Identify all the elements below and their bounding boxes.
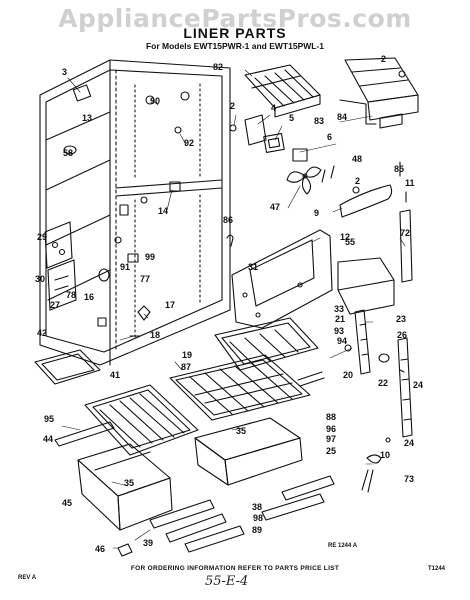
revision-label: REV A (18, 575, 37, 581)
part-number-label: 91 (120, 262, 130, 272)
part-number-label: 10 (380, 450, 390, 460)
part-number-label: 47 (270, 202, 280, 212)
part-number-label: 23 (396, 314, 406, 324)
part-number-label: 96 (326, 424, 336, 434)
part-number-label: 38 (252, 502, 262, 512)
part-number-label: 88 (326, 412, 336, 422)
part-number-label: 45 (62, 498, 72, 508)
part-number-label: 12 (340, 232, 350, 242)
part-number-label: 2 (230, 101, 235, 111)
part-number-label: 20 (343, 370, 353, 380)
ice-tray-82 (244, 64, 321, 118)
front-trims (149, 475, 335, 553)
part-number-label: 3 (62, 67, 67, 77)
part-number-label: 27 (50, 300, 60, 310)
part-number-label: 98 (253, 513, 263, 523)
page-code: T1244 (428, 566, 446, 572)
part-number-label: 48 (352, 154, 362, 164)
handwritten-note: 55-E-4 (205, 574, 249, 589)
trim-44 (54, 421, 115, 447)
part-number-label: 16 (84, 292, 94, 302)
part-number-label: 82 (213, 62, 223, 72)
part-number-label: 78 (66, 290, 76, 300)
part-number-label: 14 (158, 206, 168, 216)
part-number-label: 85 (394, 164, 404, 174)
lamp-and-fan-parts (229, 70, 406, 195)
part-number-label: 2 (381, 54, 386, 64)
part-number-label: 11 (405, 178, 415, 188)
part-number-label: 44 (43, 434, 53, 444)
bracket-84 (379, 113, 403, 129)
part-number-label: 6 (327, 132, 332, 142)
crisper-drawer-right (194, 417, 303, 486)
part-number-label: 26 (397, 330, 407, 340)
part-number-label: 22 (378, 378, 388, 388)
rear-panel-12 (231, 229, 333, 329)
diagram-title: LINER PARTS (183, 25, 287, 41)
part-number-label: 83 (314, 116, 324, 126)
part-number-label: 24 (413, 380, 423, 390)
part-number-label: 35 (124, 478, 134, 488)
part-number-label: 35 (236, 426, 246, 436)
part-number-label: 72 (400, 228, 410, 238)
meat-pan-55 (337, 257, 395, 315)
part-number-label: 86 (223, 215, 233, 225)
evaporator-cover-9 (339, 184, 393, 218)
part-number-label: 25 (326, 446, 336, 456)
liner-cabinet (39, 59, 231, 366)
freezer-shelf-83 (339, 57, 419, 125)
part-number-label: 17 (165, 300, 175, 310)
part-number-label: 90 (150, 96, 160, 106)
part-number-label: 41 (110, 370, 120, 380)
part-number-label: 9 (314, 208, 319, 218)
wire-shelf (169, 354, 325, 421)
part-number-label: 5 (289, 113, 294, 123)
ordering-footer: FOR ORDERING INFORMATION REFER TO PARTS … (130, 565, 340, 572)
leader-lines (61, 69, 406, 549)
part-number-label: 29 (37, 232, 47, 242)
part-number-label: 18 (150, 330, 160, 340)
part-number-label: 99 (145, 252, 155, 262)
shelf-assembly-upper (214, 317, 319, 371)
part-number-label: 89 (252, 525, 262, 535)
part-number-label: 24 (404, 438, 414, 448)
diagram-subtitle: For Models EWT15PWR-1 and EWT15PWL-1 (145, 41, 325, 51)
part-number-label: 4 (271, 103, 276, 113)
crisper-cover-41 (84, 384, 199, 456)
crisper-drawer-left (77, 443, 173, 531)
part-number-label: 21 (335, 314, 345, 324)
part-number-label: 58 (63, 148, 73, 158)
trim-72 (399, 209, 413, 283)
part-number-label: 77 (140, 274, 150, 284)
part-number-label: 2 (355, 176, 360, 186)
part-number-label: 46 (95, 544, 105, 554)
part-number-label: 33 (334, 304, 344, 314)
part-number-label: 84 (337, 112, 347, 122)
tray-42 (34, 349, 101, 385)
part-number-label: 19 (182, 350, 192, 360)
clip-86 (226, 234, 234, 247)
part-number-label: 87 (181, 362, 191, 372)
clip-46 (117, 543, 133, 557)
part-number-label: 73 (404, 474, 414, 484)
drawing-code: RE 1244 A (328, 543, 358, 549)
part-number-label: 55 (345, 237, 355, 247)
part-number-label: 13 (82, 113, 92, 123)
part-number-label: 42 (37, 328, 47, 338)
part-number-label: 97 (326, 434, 336, 444)
part-number-label: 95 (44, 414, 54, 424)
part-number-label: 92 (184, 138, 194, 148)
part-number-label: 30 (35, 274, 45, 284)
shelf-rails (344, 309, 413, 493)
part-number-label: 93 (334, 326, 344, 336)
part-number-label: 94 (337, 336, 347, 346)
part-number-label: 31 (248, 262, 258, 272)
watermark: AppliancePartsPros.com (58, 4, 412, 33)
part-number-label: 39 (143, 538, 153, 548)
